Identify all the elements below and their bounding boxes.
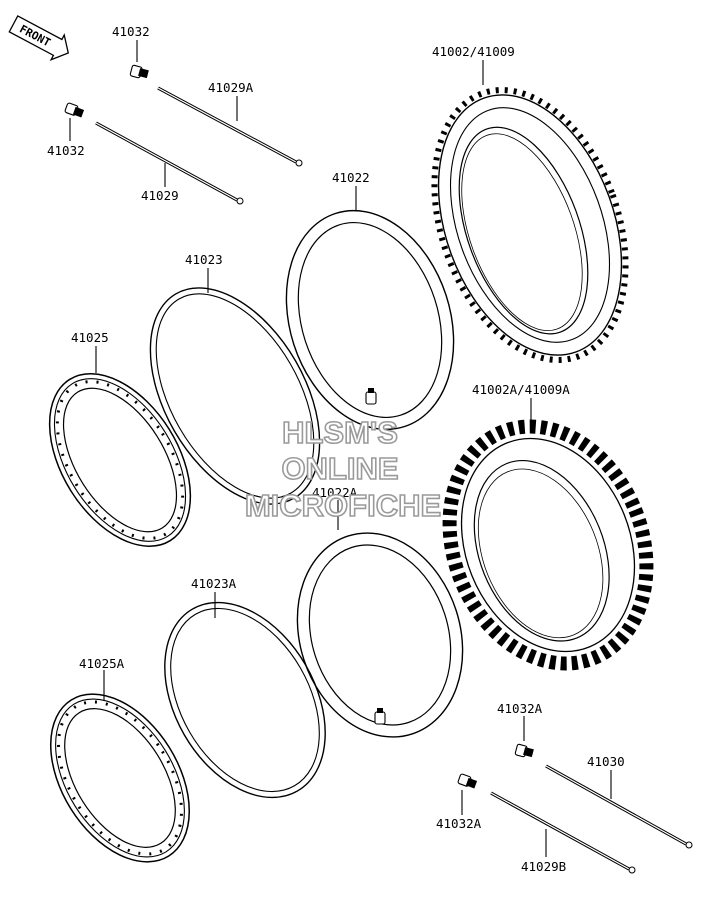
tube-valve-41022 [365,388,377,405]
valve-cap-41032-mid [64,102,85,118]
rim-41025A [49,693,191,863]
label-41029A: 41029A [208,80,254,95]
rim-41025 [48,373,192,547]
tire-41002A-41009A [442,419,654,671]
rim-band-41023A [164,601,326,799]
watermark: HLSM'S ONLINE MICROFICHE [244,414,442,524]
front-arrow-icon: FRONT [8,15,70,61]
label-41023A: 41023A [191,576,237,591]
watermark-line-3: MICROFICHE [245,488,441,523]
label-41002-41009: 41002/41009 [432,44,515,59]
label-41029B: 41029B [521,859,566,874]
label-41022A: 41022A [312,485,358,500]
rim-band-41023 [149,287,321,505]
spoke-41029B [490,791,636,874]
label-41002A-41009A: 41002A/41009A [472,382,570,397]
label-41025: 41025 [71,330,109,345]
label-41032-top: 41032 [112,24,150,39]
spoke-41029A [157,86,303,167]
tire-41002-41009 [431,87,629,363]
label-41032A-bottom: 41032A [436,816,482,831]
valve-cap-41032A-top [514,743,534,758]
label-41030: 41030 [587,754,625,769]
label-41023: 41023 [185,252,223,267]
valve-cap-41032A-bottom [457,773,478,789]
watermark-line-1: HLSM'S [282,415,398,450]
valve-cap-41032-top [129,64,149,79]
spoke-41029 [95,121,244,205]
label-41029: 41029 [141,188,179,203]
tube-valve-41022A [374,708,386,725]
watermark-line-2: ONLINE [281,451,398,486]
label-41032A-top: 41032A [497,701,543,716]
spoke-41030 [545,764,693,849]
label-41032-mid: 41032 [47,143,85,158]
label-41025A: 41025A [79,656,125,671]
tube-41022A [296,532,464,738]
tube-41022 [285,209,455,431]
label-41022: 41022 [332,170,370,185]
